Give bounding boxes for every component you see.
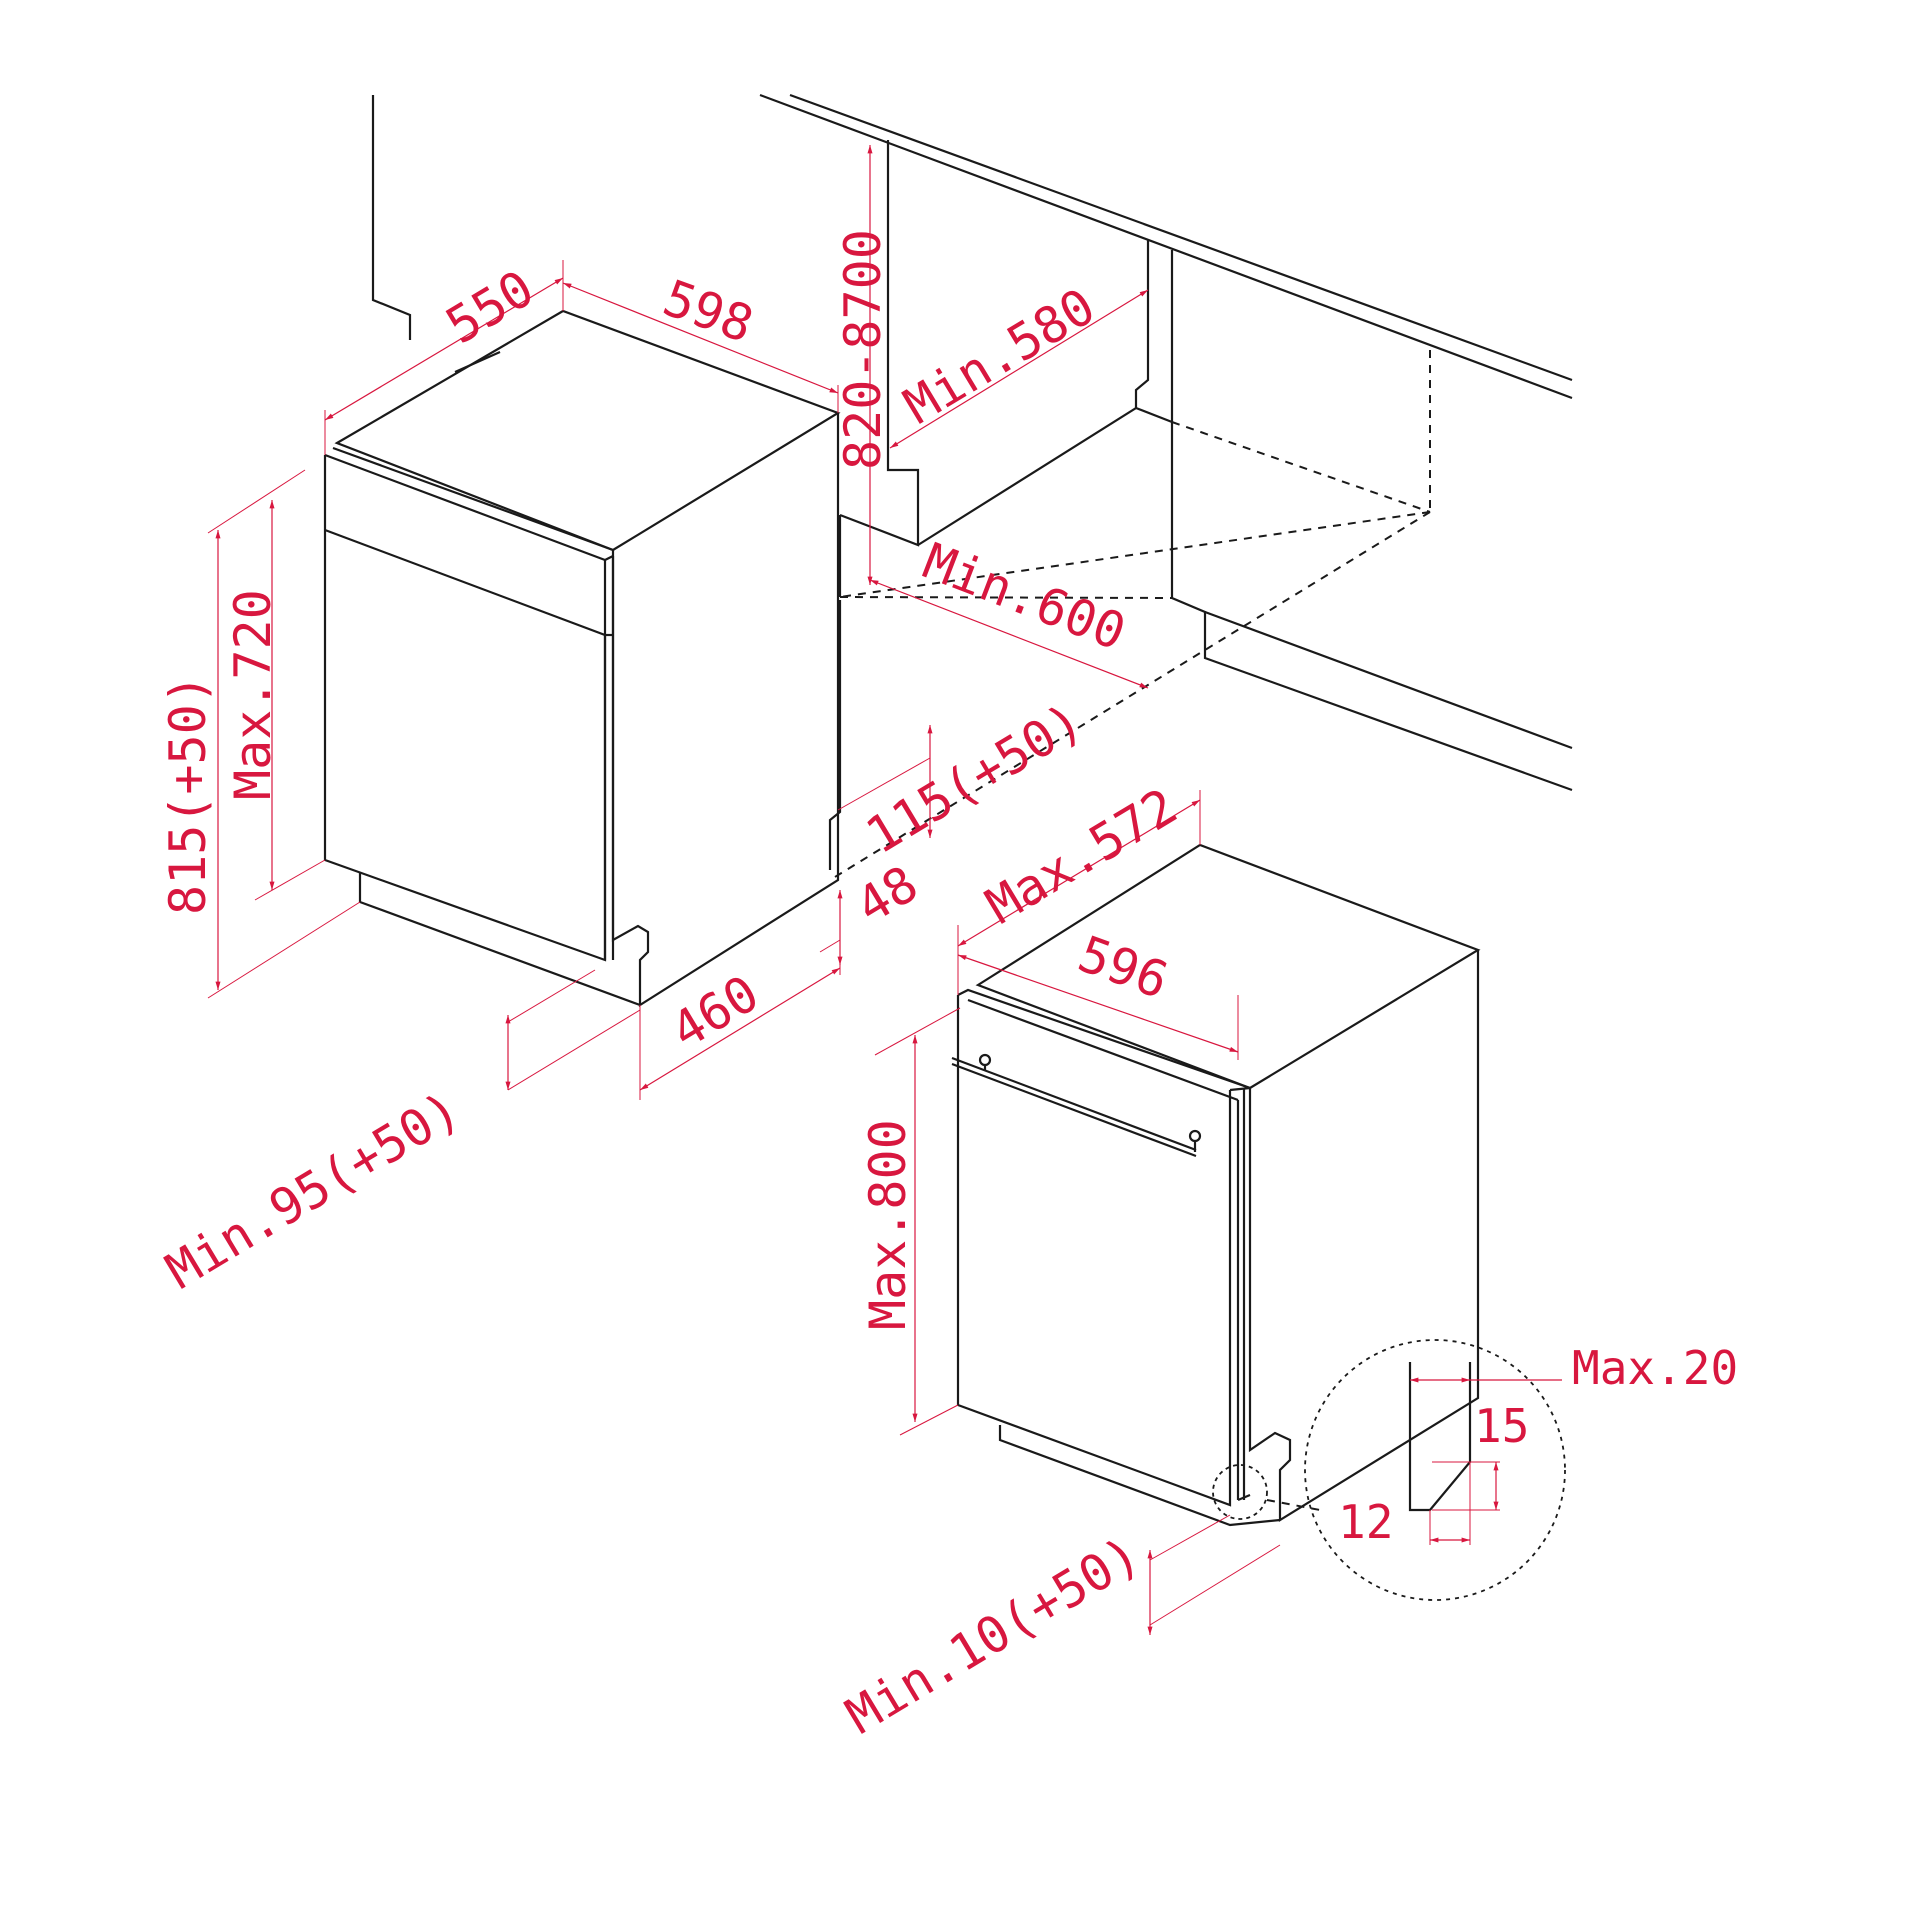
label-12: 12 [1338,1495,1393,1549]
label-596: 596 [1071,925,1176,1010]
dishwasher-semi-integrated [323,309,841,1007]
label-820-870: 820-8700 [834,229,892,470]
label-550: 550 [436,259,543,355]
label-max-572: Max.572 [976,777,1186,935]
label-max-20: Max.20 [1572,1341,1738,1395]
label-min-580: Min.580 [894,277,1104,435]
dimension-labels: 550 598 820-8700 Min.580 Min.600 815(+50… [156,229,1738,1745]
dishwasher-fully-integrated [951,843,1481,1527]
label-815-plus-50: 815(+50) [159,674,217,915]
door-detail-callout [1304,1339,1566,1601]
dimension-lines [207,145,1281,1635]
label-min-600: Min.600 [916,532,1134,662]
label-598: 598 [656,269,761,354]
label-min-10-plus-50: Min.10(+50) [836,1525,1150,1745]
label-460: 460 [661,964,768,1060]
label-15: 15 [1474,1399,1529,1453]
label-min-95-plus-50: Min.95(+50) [156,1080,470,1300]
label-max-720: Max.720 [224,589,282,800]
label-max-800: Max.800 [859,1119,917,1330]
label-48: 48 [846,855,927,936]
